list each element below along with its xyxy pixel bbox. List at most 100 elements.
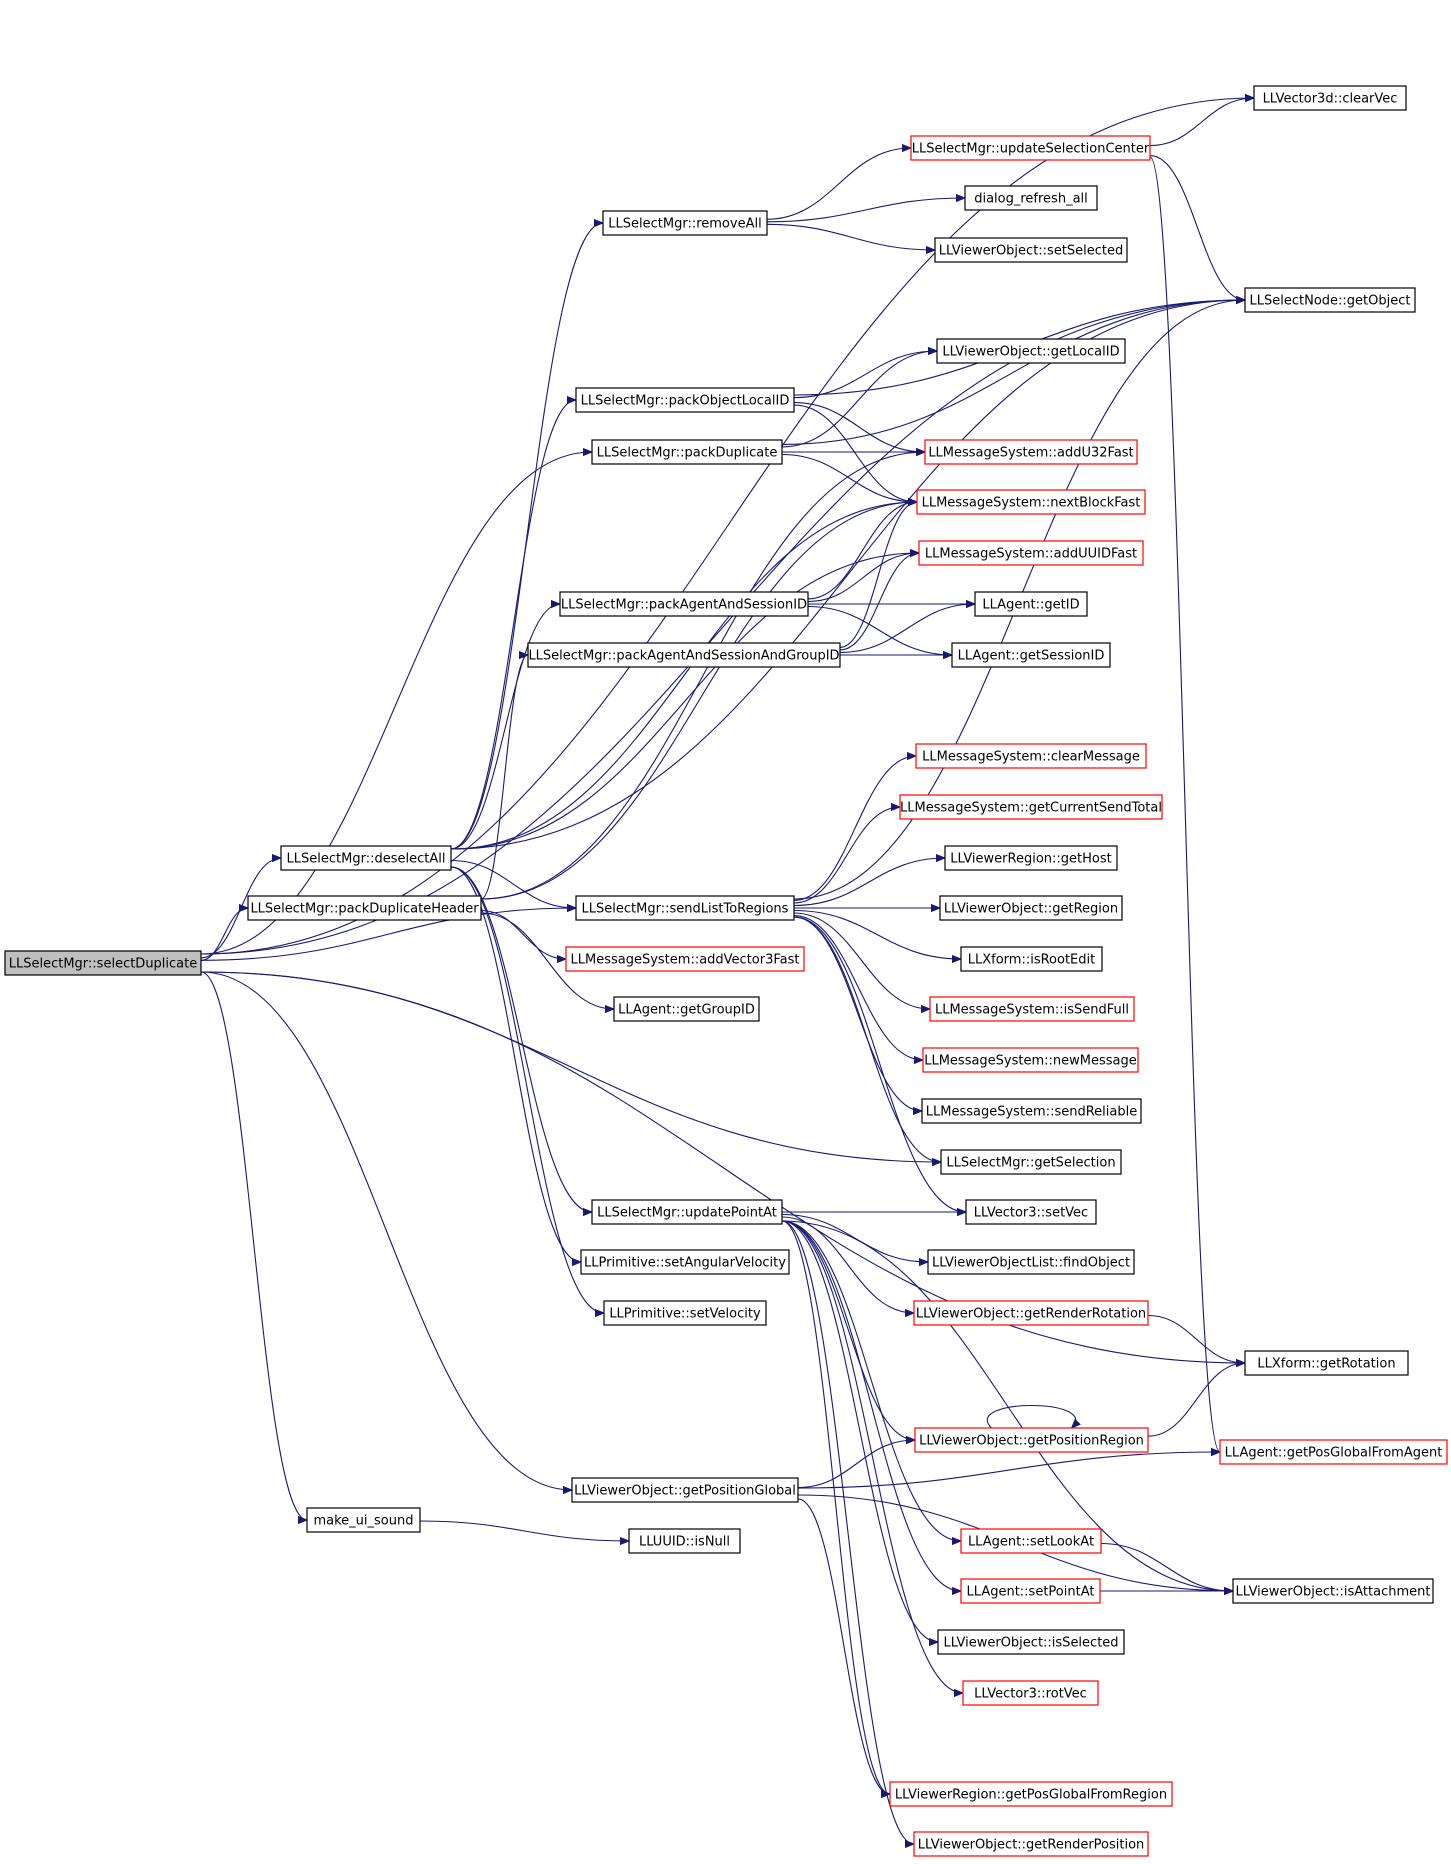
node-box-removeAll[interactable] bbox=[602, 210, 768, 236]
node-box-packObjectLocalID[interactable] bbox=[575, 387, 795, 413]
node-box-clearVec[interactable] bbox=[1253, 85, 1407, 111]
node-box-getGroupID[interactable] bbox=[613, 996, 760, 1022]
node-packDuplicate[interactable]: LLSelectMgr::packDuplicate bbox=[591, 439, 783, 465]
node-isAttachment[interactable]: LLViewerObject::isAttachment bbox=[1232, 1578, 1434, 1604]
node-deselectAll[interactable]: LLSelectMgr::deselectAll bbox=[280, 845, 452, 871]
node-packAgentAndSessionID[interactable]: LLSelectMgr::packAgentAndSessionID bbox=[559, 591, 809, 617]
node-box-rotVec[interactable] bbox=[962, 1680, 1099, 1706]
node-box-make_ui_sound[interactable] bbox=[306, 1507, 421, 1533]
node-box-setSelected[interactable] bbox=[934, 237, 1128, 263]
node-packObjectLocalID[interactable]: LLSelectMgr::packObjectLocalID bbox=[575, 387, 795, 413]
node-isNull[interactable]: LLUUID::isNull bbox=[628, 1528, 741, 1554]
node-getPositionRegion[interactable]: LLViewerObject::getPositionRegion bbox=[914, 1427, 1149, 1453]
node-getRenderPosition[interactable]: LLViewerObject::getRenderPosition bbox=[913, 1831, 1149, 1857]
node-addVector3Fast[interactable]: LLMessageSystem::addVector3Fast bbox=[565, 946, 805, 972]
node-isSendFull[interactable]: LLMessageSystem::isSendFull bbox=[929, 996, 1135, 1022]
node-box-setVec[interactable] bbox=[965, 1199, 1097, 1225]
node-getHost[interactable]: LLViewerRegion::getHost bbox=[944, 845, 1118, 871]
node-box-getRenderRotation[interactable] bbox=[913, 1300, 1149, 1326]
node-box-getHost[interactable] bbox=[944, 845, 1118, 871]
node-box-isSelected[interactable] bbox=[937, 1629, 1125, 1655]
node-box-isAttachment[interactable] bbox=[1232, 1578, 1434, 1604]
node-setLookAt[interactable]: LLAgent::setLookAt bbox=[960, 1528, 1102, 1554]
node-removeAll[interactable]: LLSelectMgr::removeAll bbox=[602, 210, 768, 236]
node-isSelected[interactable]: LLViewerObject::isSelected bbox=[937, 1629, 1125, 1655]
node-box-updateSelectionCenter[interactable] bbox=[910, 135, 1151, 161]
node-updateSelectionCenter[interactable]: LLSelectMgr::updateSelectionCenter bbox=[910, 135, 1151, 161]
node-box-findObject[interactable] bbox=[927, 1249, 1135, 1275]
node-getSessionID[interactable]: LLAgent::getSessionID bbox=[951, 642, 1111, 668]
node-box-getRenderPosition[interactable] bbox=[913, 1831, 1149, 1857]
node-box-getCurrentSendTotal[interactable] bbox=[899, 794, 1163, 820]
node-addU32Fast[interactable]: LLMessageSystem::addU32Fast bbox=[924, 439, 1138, 465]
node-box-getSelection[interactable] bbox=[940, 1149, 1122, 1175]
node-getRegion[interactable]: LLViewerObject::getRegion bbox=[939, 895, 1123, 921]
node-sendReliable[interactable]: LLMessageSystem::sendReliable bbox=[921, 1098, 1142, 1124]
node-box-getRegion[interactable] bbox=[939, 895, 1123, 921]
node-findObject[interactable]: LLViewerObjectList::findObject bbox=[927, 1249, 1135, 1275]
node-sendListToRegions[interactable]: LLSelectMgr::sendListToRegions bbox=[575, 895, 795, 921]
node-getPosGlobalFromAgent[interactable]: LLAgent::getPosGlobalFromAgent bbox=[1219, 1439, 1448, 1465]
node-box-setPointAt[interactable] bbox=[960, 1578, 1101, 1604]
node-getRotation[interactable]: LLXform::getRotation bbox=[1244, 1350, 1409, 1376]
node-box-deselectAll[interactable] bbox=[280, 845, 452, 871]
node-box-clearMessage[interactable] bbox=[915, 743, 1147, 769]
node-box-sendListToRegions[interactable] bbox=[575, 895, 795, 921]
node-getObject[interactable]: LLSelectNode::getObject bbox=[1244, 287, 1416, 313]
node-box-getPosGlobalFromAgent[interactable] bbox=[1219, 1439, 1448, 1465]
node-addUUIDFast[interactable]: LLMessageSystem::addUUIDFast bbox=[918, 540, 1144, 566]
node-clearVec[interactable]: LLVector3d::clearVec bbox=[1253, 85, 1407, 111]
node-getPositionGlobal[interactable]: LLViewerObject::getPositionGlobal bbox=[571, 1477, 799, 1503]
node-box-dialog_refresh_all[interactable] bbox=[964, 185, 1098, 211]
node-box-getSessionID[interactable] bbox=[951, 642, 1111, 668]
node-box-updatePointAt[interactable] bbox=[591, 1199, 783, 1225]
node-box-packAgentAndSessionID[interactable] bbox=[559, 591, 809, 617]
node-box-newMessage[interactable] bbox=[922, 1047, 1139, 1073]
node-box-addVector3Fast[interactable] bbox=[565, 946, 805, 972]
node-rotVec[interactable]: LLVector3::rotVec bbox=[962, 1680, 1099, 1706]
node-box-setAngularVelocity[interactable] bbox=[580, 1249, 790, 1275]
node-nextBlockFast[interactable]: LLMessageSystem::nextBlockFast bbox=[916, 489, 1146, 515]
node-box-getLocalID[interactable] bbox=[936, 338, 1126, 364]
node-getCurrentSendTotal[interactable]: LLMessageSystem::getCurrentSendTotal bbox=[899, 794, 1163, 820]
node-dialog_refresh_all[interactable]: dialog_refresh_all bbox=[964, 185, 1098, 211]
node-box-isNull[interactable] bbox=[628, 1528, 741, 1554]
node-clearMessage[interactable]: LLMessageSystem::clearMessage bbox=[915, 743, 1147, 769]
node-setAngularVelocity[interactable]: LLPrimitive::setAngularVelocity bbox=[580, 1249, 790, 1275]
node-setPointAt[interactable]: LLAgent::setPointAt bbox=[960, 1578, 1101, 1604]
node-getPosGlobalFromRegion[interactable]: LLViewerRegion::getPosGlobalFromRegion bbox=[889, 1781, 1173, 1807]
node-box-isRootEdit[interactable] bbox=[960, 946, 1103, 972]
node-box-setLookAt[interactable] bbox=[960, 1528, 1102, 1554]
node-setSelected[interactable]: LLViewerObject::setSelected bbox=[934, 237, 1128, 263]
node-box-getObject[interactable] bbox=[1244, 287, 1416, 313]
node-box-getPositionRegion[interactable] bbox=[914, 1427, 1149, 1453]
node-box-isSendFull[interactable] bbox=[929, 996, 1135, 1022]
node-selectDuplicate[interactable]: LLSelectMgr::selectDuplicate bbox=[4, 950, 202, 976]
node-box-getPositionGlobal[interactable] bbox=[571, 1477, 799, 1503]
node-box-packDuplicateHeader[interactable] bbox=[247, 895, 482, 921]
node-isRootEdit[interactable]: LLXform::isRootEdit bbox=[960, 946, 1103, 972]
node-getRenderRotation[interactable]: LLViewerObject::getRenderRotation bbox=[913, 1300, 1149, 1326]
node-box-getRotation[interactable] bbox=[1244, 1350, 1409, 1376]
node-box-packDuplicate[interactable] bbox=[591, 439, 783, 465]
node-setVec[interactable]: LLVector3::setVec bbox=[965, 1199, 1097, 1225]
node-newMessage[interactable]: LLMessageSystem::newMessage bbox=[922, 1047, 1139, 1073]
node-setVelocity[interactable]: LLPrimitive::setVelocity bbox=[603, 1300, 767, 1326]
node-getID[interactable]: LLAgent::getID bbox=[974, 591, 1088, 617]
node-box-addU32Fast[interactable] bbox=[924, 439, 1138, 465]
node-make_ui_sound[interactable]: make_ui_sound bbox=[306, 1507, 421, 1533]
node-getSelection[interactable]: LLSelectMgr::getSelection bbox=[940, 1149, 1122, 1175]
node-updatePointAt[interactable]: LLSelectMgr::updatePointAt bbox=[591, 1199, 783, 1225]
node-packAgentAndSessionAndGroupID[interactable]: LLSelectMgr::packAgentAndSessionAndGroup… bbox=[527, 642, 841, 668]
node-box-addUUIDFast[interactable] bbox=[918, 540, 1144, 566]
node-packDuplicateHeader[interactable]: LLSelectMgr::packDuplicateHeader bbox=[247, 895, 482, 921]
node-box-sendReliable[interactable] bbox=[921, 1098, 1142, 1124]
node-box-nextBlockFast[interactable] bbox=[916, 489, 1146, 515]
node-box-getID[interactable] bbox=[974, 591, 1088, 617]
node-box-getPosGlobalFromRegion[interactable] bbox=[889, 1781, 1173, 1807]
node-getGroupID[interactable]: LLAgent::getGroupID bbox=[613, 996, 760, 1022]
node-getLocalID[interactable]: LLViewerObject::getLocalID bbox=[936, 338, 1126, 364]
node-box-packAgentAndSessionAndGroupID[interactable] bbox=[527, 642, 841, 668]
node-box-selectDuplicate[interactable] bbox=[4, 950, 202, 976]
node-box-setVelocity[interactable] bbox=[603, 1300, 767, 1326]
